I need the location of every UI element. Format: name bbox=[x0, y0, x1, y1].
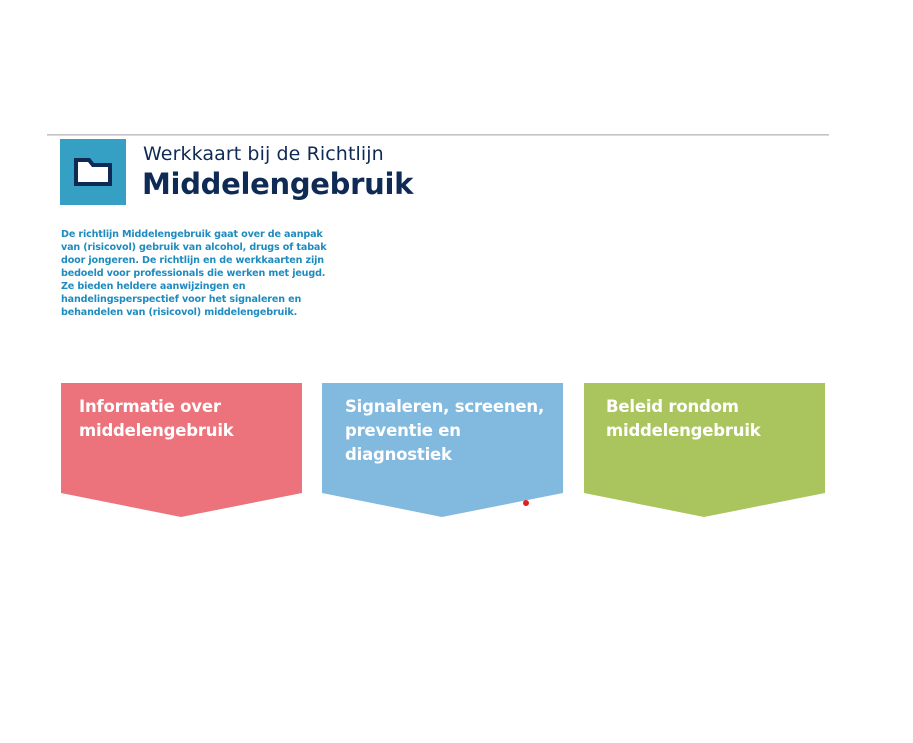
card-arrow-shape bbox=[584, 383, 825, 517]
header-subtitle: Werkkaart bij de Richtlijn bbox=[143, 143, 384, 165]
card-label: Informatie over middelengebruik bbox=[79, 397, 234, 440]
card-label: Signaleren, screenen, preventie en diagn… bbox=[345, 397, 545, 464]
page-title: Middelengebruik bbox=[142, 167, 414, 201]
card-arrow-shape bbox=[322, 383, 563, 517]
card-arrow-shape bbox=[61, 383, 302, 517]
intro-paragraph: De richtlijn Middelengebruik gaat over d… bbox=[61, 229, 327, 318]
cursor-marker bbox=[523, 500, 529, 506]
card-signaleren[interactable]: Signaleren, screenen, preventie en diagn… bbox=[322, 383, 563, 518]
header-divider bbox=[47, 134, 829, 136]
card-informatie[interactable]: Informatie over middelengebruik bbox=[61, 383, 302, 518]
folder-icon bbox=[74, 158, 112, 186]
folder-icon-badge bbox=[60, 139, 126, 205]
card-label: Beleid rondom middelengebruik bbox=[606, 397, 761, 440]
card-beleid[interactable]: Beleid rondom middelengebruik bbox=[584, 383, 825, 518]
